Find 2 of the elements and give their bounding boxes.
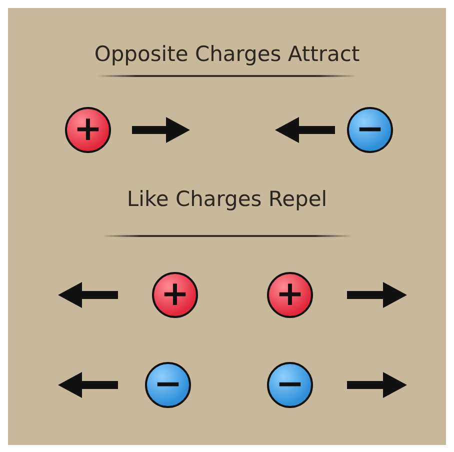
heading: Like Charges Repel <box>126 187 328 211</box>
heading: Opposite Charges Attract <box>93 42 361 66</box>
